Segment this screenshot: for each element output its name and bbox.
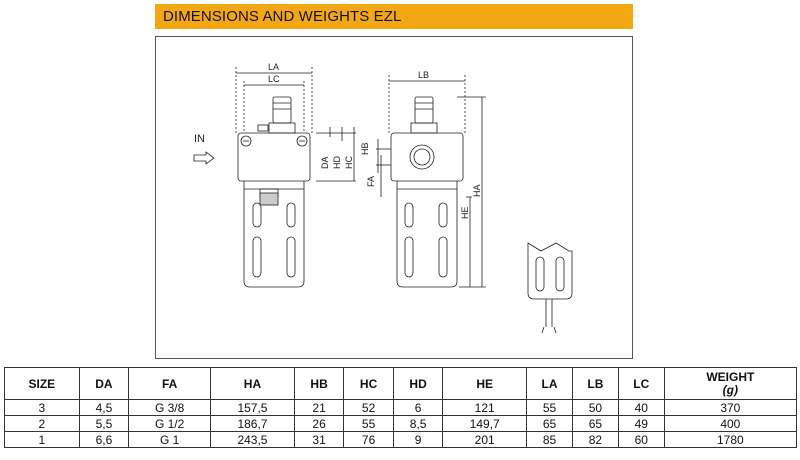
table-cell: 21 <box>293 399 345 416</box>
dim-fa: FA <box>366 176 376 187</box>
dim-hd: HD <box>332 156 342 169</box>
table-cell: 50 <box>571 399 619 416</box>
dim-la: LA <box>268 62 279 72</box>
col-hc: HC <box>343 367 394 400</box>
col-lc: LC <box>617 367 665 400</box>
col-lb: LB <box>571 367 619 400</box>
table-cell: 9 <box>392 431 444 448</box>
dim-lc: LC <box>268 74 280 84</box>
table-cell: 8,5 <box>392 415 444 432</box>
table-cell: 1 <box>4 431 80 448</box>
col-size: SIZE <box>4 367 80 400</box>
col-la: LA <box>526 367 573 400</box>
table-row: 1 6,6 G 1 243,5 31 76 9 201 85 82 60 178… <box>4 431 798 448</box>
table-cell: 55 <box>526 399 573 416</box>
col-hb: HB <box>293 367 345 400</box>
technical-drawing: IN LA LC LB DA HD HC HB FA HE HA <box>155 36 633 359</box>
dim-da: DA <box>320 156 330 169</box>
col-da: DA <box>78 367 130 400</box>
col-ha: HA <box>210 367 295 400</box>
table-cell: 243,5 <box>210 431 295 448</box>
table-cell: 31 <box>293 431 345 448</box>
table-cell: 85 <box>526 431 573 448</box>
table-cell: 26 <box>293 415 345 432</box>
dim-hb: HB <box>360 142 370 155</box>
dim-lb: LB <box>418 70 429 80</box>
table-cell: 6,6 <box>78 431 130 448</box>
col-weight: WEIGHT (g) <box>663 367 798 400</box>
table-cell: 400 <box>663 415 798 432</box>
col-fa: FA <box>128 367 212 400</box>
table-cell: G 1 <box>128 431 212 448</box>
table-cell: 186,7 <box>210 415 295 432</box>
table-header-row: SIZE DA FA HA HB HC HD HE LA LB LC WEIGH… <box>4 367 798 400</box>
weight-label: WEIGHT <box>706 369 755 384</box>
dim-ha: HA <box>472 184 482 197</box>
table-cell: 49 <box>617 415 665 432</box>
weight-unit: (g) <box>722 382 738 397</box>
section-title: DIMENSIONS AND WEIGHTS EZL <box>163 8 402 25</box>
table-cell: 65 <box>526 415 573 432</box>
table-cell: 121 <box>442 399 528 416</box>
table-cell: 55 <box>343 415 394 432</box>
drawing-svg: IN LA LC LB DA HD HC HB FA HE HA <box>193 62 573 334</box>
table-cell: 3 <box>4 399 80 416</box>
table-cell: 157,5 <box>210 399 295 416</box>
table-cell: 52 <box>343 399 394 416</box>
table-cell: G 1/2 <box>128 415 212 432</box>
table-cell: 40 <box>617 399 665 416</box>
table-cell: 65 <box>571 415 619 432</box>
inlet-label: IN <box>194 133 205 145</box>
table-row: 3 4,5 G 3/8 157,5 21 52 6 121 55 50 40 3… <box>4 399 798 416</box>
table-cell: G 3/8 <box>128 399 212 416</box>
table-cell: 6 <box>392 399 444 416</box>
dimensions-table: SIZE DA FA HA HB HC HD HE LA LB LC WEIGH… <box>4 367 798 448</box>
table-cell: 370 <box>663 399 798 416</box>
table-cell: 1780 <box>663 431 798 448</box>
table-cell: 4,5 <box>78 399 130 416</box>
col-he: HE <box>442 367 528 400</box>
table-cell: 82 <box>571 431 619 448</box>
section-header: DIMENSIONS AND WEIGHTS EZL <box>155 4 633 29</box>
col-hd: HD <box>392 367 444 400</box>
table-cell: 201 <box>442 431 528 448</box>
table-cell: 2 <box>4 415 80 432</box>
dim-he: HE <box>460 206 470 219</box>
table-row: 2 5,5 G 1/2 186,7 26 55 8,5 149,7 65 65 … <box>4 415 798 432</box>
dim-hc: HC <box>344 156 354 169</box>
table-cell: 76 <box>343 431 394 448</box>
table-cell: 60 <box>617 431 665 448</box>
table-cell: 5,5 <box>78 415 130 432</box>
table-cell: 149,7 <box>442 415 528 432</box>
